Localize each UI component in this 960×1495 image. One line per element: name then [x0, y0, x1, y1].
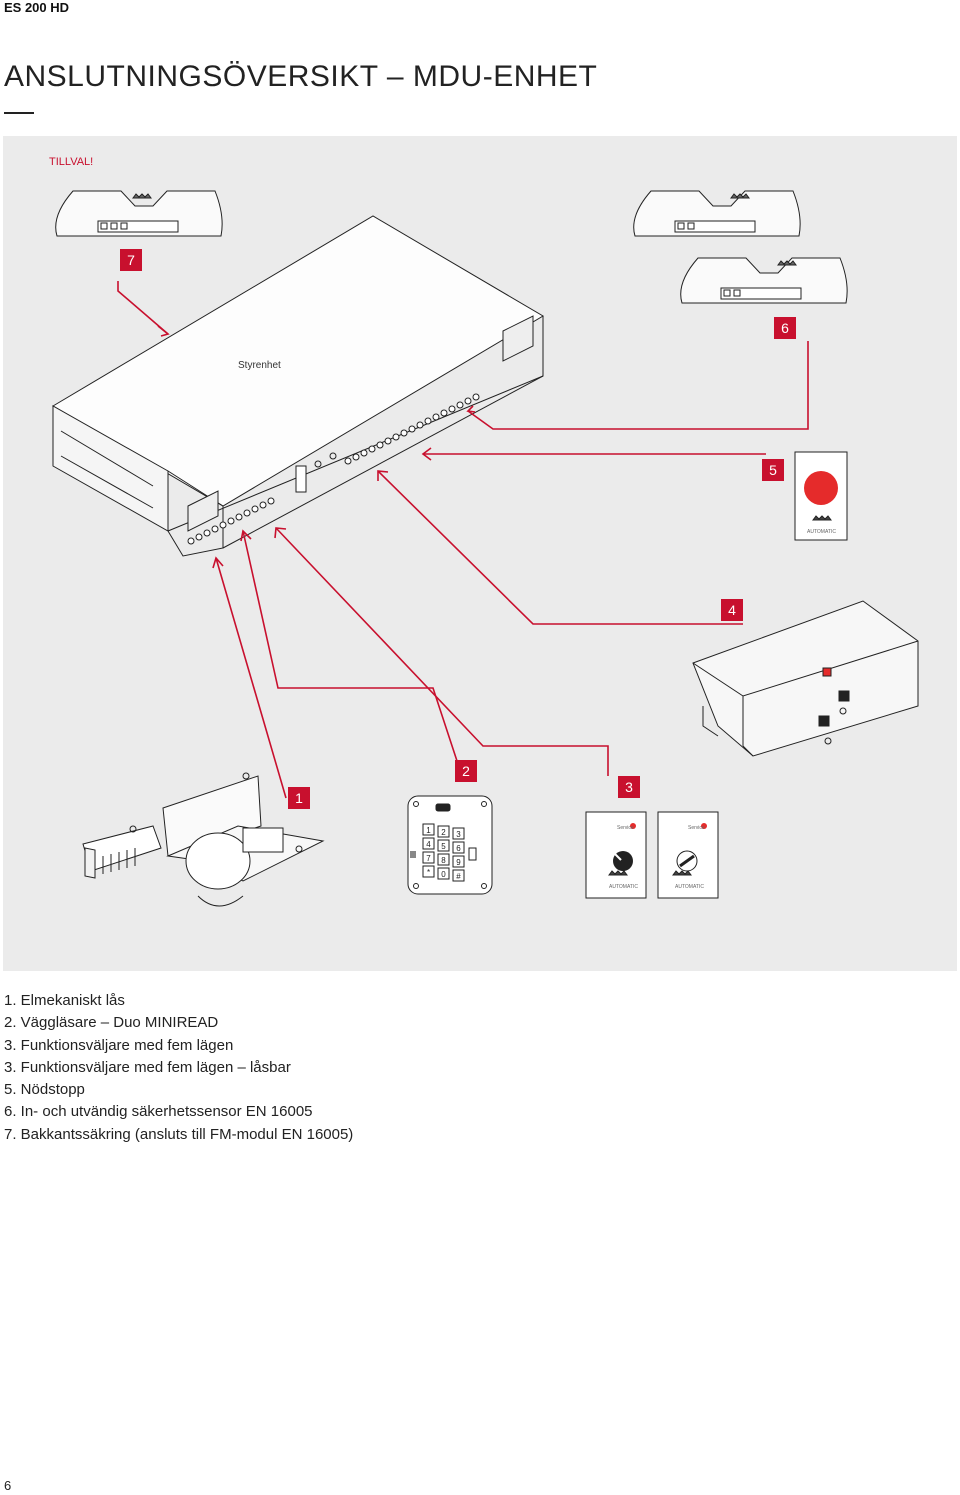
- keypad-key: 6: [456, 844, 461, 853]
- badge-2: 2: [455, 760, 477, 782]
- service-label: Service: [617, 825, 634, 831]
- function-selector-icon: [585, 811, 647, 899]
- emergency-stop-icon: [794, 451, 848, 541]
- connector-line-4: [377, 470, 743, 625]
- edge-safety-sensor-icon: [55, 190, 223, 237]
- keypad-key: 9: [456, 858, 461, 867]
- automatic-label: AUTOMATIC: [807, 529, 836, 535]
- keypad-key: 5: [441, 842, 446, 851]
- title-rule: [4, 112, 34, 114]
- keypad-reader-icon: [407, 795, 493, 895]
- keypad-key: 4: [426, 840, 431, 849]
- keypad-key: 3: [456, 830, 461, 839]
- legend-item: 7. Bakkantssäkring (ansluts till FM-modu…: [4, 1125, 354, 1143]
- diagram-illustration: 1 2 3 4 5 6 7 8 9 * 0 # Service Service …: [52, 190, 919, 907]
- legend-item: 2. Väggläsare – Duo MINIREAD: [4, 1014, 219, 1032]
- lock-module-icon: [692, 600, 919, 757]
- keypad-key: *: [427, 868, 430, 877]
- keypad-key-labels: 1 2 3 4 5 6 7 8 9 * 0 #: [426, 826, 461, 881]
- connector-line-1: [215, 557, 287, 799]
- legend-item: 3. Funktionsväljare med fem lägen: [4, 1036, 234, 1054]
- component-legend: 1. Elmekaniskt lås 2. Väggläsare – Duo M…: [4, 990, 353, 1146]
- controller-label: Styrenhet: [238, 360, 281, 371]
- electromechanical-lock-icon: [82, 772, 325, 907]
- keypad-key: #: [456, 872, 461, 881]
- keypad-key: 8: [441, 856, 446, 865]
- document-header-model: ES 200 HD: [4, 0, 70, 15]
- badge-3: 3: [618, 776, 640, 798]
- page-number: 6: [4, 1478, 12, 1493]
- safety-sensor-1-icon: [633, 190, 801, 237]
- connector-line-3: [275, 527, 609, 776]
- legend-item: 6. In- och utvändig säkerhetssensor EN 1…: [4, 1103, 313, 1121]
- service-label: Service: [688, 825, 705, 831]
- automatic-label: AUTOMATIC: [675, 884, 704, 890]
- optional-label: TILLVAL!: [49, 156, 94, 168]
- legend-item: 5. Nödstopp: [4, 1081, 85, 1099]
- keypad-key: 0: [441, 870, 446, 879]
- keypad-key: 7: [426, 854, 431, 863]
- badge-4: 4: [721, 599, 743, 621]
- badge-6: 6: [774, 317, 796, 339]
- keypad-key: 2: [441, 828, 446, 837]
- legend-item: 1. Elmekaniskt lås: [4, 992, 125, 1009]
- page-title: ANSLUTNINGSÖVERSIKT – MDU-ENHET: [4, 60, 598, 93]
- automatic-label: AUTOMATIC: [609, 884, 638, 890]
- connection-diagram: 1 2 3 4 5 6 7 8 9 * 0 # Service Service …: [3, 136, 957, 971]
- keypad-key: 1: [426, 826, 431, 835]
- lockable-function-selector-icon: [657, 811, 719, 899]
- connector-line-2: [242, 530, 459, 765]
- controller-unit-icon: [52, 215, 544, 557]
- connector-line-6: [467, 341, 809, 430]
- safety-sensor-2-icon: [680, 257, 848, 304]
- badge-1: 1: [288, 787, 310, 809]
- badge-5: 5: [762, 459, 784, 481]
- legend-item: 3. Funktionsväljare med fem lägen – låsb…: [4, 1058, 291, 1076]
- badge-7: 7: [120, 249, 142, 271]
- connector-line-7: [117, 281, 169, 335]
